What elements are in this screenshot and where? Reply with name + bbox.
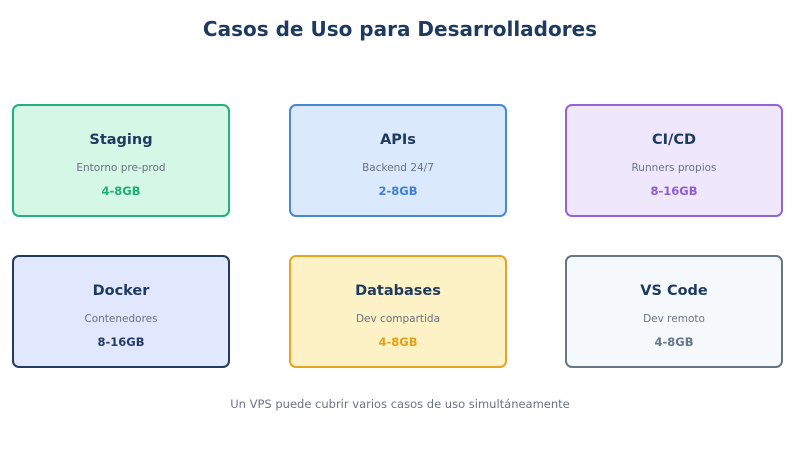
footer-note: Un VPS puede cubrir varios casos de uso … (230, 397, 570, 411)
card-ram: 8-16GB (97, 335, 145, 349)
card-description: Entorno pre-prod (76, 162, 166, 174)
card-name: APIs (380, 132, 416, 148)
card-databases: Databases Dev compartida 4-8GB (289, 255, 507, 368)
card-staging: Staging Entorno pre-prod 4-8GB (12, 104, 230, 217)
card-cicd: CI/CD Runners propios 8-16GB (565, 104, 783, 217)
card-ram: 8-16GB (650, 184, 698, 198)
card-description: Dev compartida (355, 313, 441, 325)
card-ram: 4-8GB (101, 184, 141, 198)
card-docker: Docker Contenedores 8-16GB (12, 255, 230, 368)
card-ram: 4-8GB (654, 335, 694, 349)
card-name: Docker (92, 283, 150, 299)
card-name: Staging (89, 132, 153, 148)
card-vscode: VS Code Dev remoto 4-8GB (565, 255, 783, 368)
card-name: Databases (355, 283, 441, 299)
card-description: Dev remoto (643, 313, 705, 325)
card-description: Backend 24/7 (362, 162, 434, 174)
card-description: Runners propios (631, 162, 717, 174)
card-apis: APIs Backend 24/7 2-8GB (289, 104, 507, 217)
card-description: Contenedores (84, 313, 158, 325)
page-title: Casos de Uso para Desarrolladores (202, 17, 598, 41)
card-ram: 2-8GB (378, 184, 418, 198)
card-ram: 4-8GB (378, 335, 418, 349)
card-name: CI/CD (651, 132, 696, 148)
card-name: VS Code (640, 283, 708, 299)
